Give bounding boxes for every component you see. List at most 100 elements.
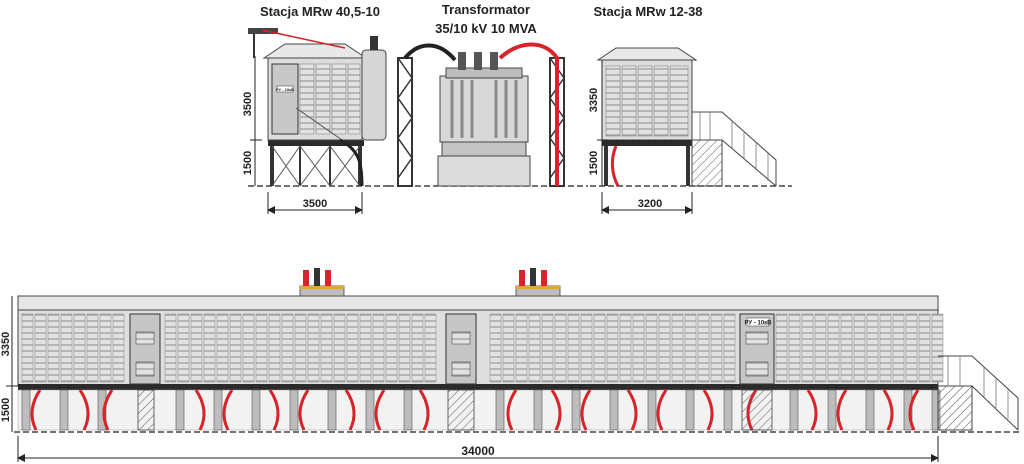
louver-panel xyxy=(853,313,866,383)
louver-panel xyxy=(788,313,801,383)
support-frame xyxy=(268,140,364,187)
transformer-skid xyxy=(441,141,527,157)
louver-panel xyxy=(918,313,931,383)
louver-panel xyxy=(580,313,593,383)
right-height-top-label: 3350 xyxy=(588,88,600,112)
roof-bushings-2 xyxy=(515,268,561,297)
louver-panel xyxy=(554,313,567,383)
station-louvers xyxy=(299,63,361,135)
louver-panel xyxy=(502,313,515,383)
louver-panel xyxy=(372,313,385,383)
left-height-top-label: 3500 xyxy=(242,92,254,116)
louver-panel xyxy=(801,313,814,383)
red-cable xyxy=(268,389,280,431)
louver-panel xyxy=(905,313,918,383)
transformer-cover xyxy=(445,67,523,79)
support-leg xyxy=(533,389,543,431)
door-plate-label: РУ - 10кВ xyxy=(745,321,773,327)
red-cable xyxy=(550,389,562,431)
red-cable xyxy=(702,389,714,431)
louver-panel xyxy=(307,313,320,383)
louver-panel xyxy=(840,313,853,383)
louver-panel xyxy=(723,313,736,383)
left-height-bottom-label: 1500 xyxy=(242,151,254,175)
radiator-fins xyxy=(450,80,518,138)
station-floor xyxy=(602,140,692,146)
red-cable xyxy=(418,389,430,431)
louver-panel xyxy=(73,313,86,383)
support-leg xyxy=(327,389,337,431)
station-roof xyxy=(262,43,368,59)
portal-frame-left xyxy=(397,57,413,187)
louver-panel xyxy=(619,313,632,383)
louver-panel xyxy=(424,313,437,383)
bottom-station: РУ - 10кВ xyxy=(0,268,1020,462)
red-cable xyxy=(374,389,386,431)
station-louvers xyxy=(605,65,689,137)
right-width-label: 3200 xyxy=(638,198,662,210)
louver-panel xyxy=(203,313,216,383)
busbar-right-red xyxy=(498,42,559,186)
door-plate xyxy=(276,85,294,93)
louver-panel xyxy=(931,313,944,383)
pole-crossarm xyxy=(248,28,278,34)
support-leg xyxy=(495,389,505,431)
red-cable xyxy=(30,389,42,431)
louver-panel xyxy=(541,313,554,383)
support-leg xyxy=(175,389,185,431)
support-leg xyxy=(59,389,69,431)
hv-bushing-3 xyxy=(490,52,498,70)
hv-bushing-2 xyxy=(474,52,482,70)
louver-panel xyxy=(684,313,697,383)
louver-panel xyxy=(281,313,294,383)
louver-panel xyxy=(255,313,268,383)
red-cable xyxy=(102,389,114,431)
louver-panel xyxy=(21,313,34,383)
left-width-label: 3500 xyxy=(303,198,327,210)
station-cable xyxy=(339,138,364,187)
louver-panel xyxy=(658,313,671,383)
bottom-width-label: 34000 xyxy=(461,444,495,458)
louver-panel xyxy=(606,313,619,383)
louver-panel xyxy=(294,313,307,383)
busbar-left xyxy=(403,43,457,62)
louver-panel xyxy=(827,313,840,383)
floor-beam xyxy=(18,384,938,390)
louver-panel xyxy=(892,313,905,383)
overhead-line xyxy=(261,29,346,49)
louver-panel xyxy=(333,313,346,383)
transformer-title-line1: Transformator xyxy=(442,2,530,17)
station-right: 3350 1500 3200 Stacja MRw 12-38 xyxy=(588,4,792,214)
transformer: Transformator 35/10 kV 10 MVA xyxy=(388,2,588,187)
door-2 xyxy=(445,313,477,431)
louver-panel xyxy=(411,313,424,383)
red-cable xyxy=(194,389,206,431)
louver-panel xyxy=(879,313,892,383)
louver-panel xyxy=(190,313,203,383)
louver-panel xyxy=(216,313,229,383)
louver-panel xyxy=(398,313,411,383)
side-tank xyxy=(361,49,387,141)
louver-panel xyxy=(632,313,645,383)
support-leg xyxy=(789,389,799,431)
support-leg xyxy=(403,389,413,431)
station-right-title: Stacja MRw 12-38 xyxy=(593,4,702,19)
louver-panel xyxy=(359,313,372,383)
louver-panel xyxy=(866,313,879,383)
station-door xyxy=(271,63,299,135)
louver-panel xyxy=(346,313,359,383)
station-left-title: Stacja MRw 40,5-10 xyxy=(260,4,380,19)
transformer-title-line2: 35/10 kV 10 MVA xyxy=(435,21,537,36)
red-cable xyxy=(506,389,518,431)
roof-bushings-1 xyxy=(299,268,345,297)
louver-panel xyxy=(567,313,580,383)
support-legs xyxy=(21,389,941,431)
red-cable xyxy=(806,389,818,431)
red-cable xyxy=(298,389,310,431)
station-left: РУ - 10кВ 3500 1500 3500 Stacja MRw 40,5… xyxy=(242,4,392,214)
support-leg xyxy=(609,389,619,431)
station-stair xyxy=(295,107,343,141)
louver-panel xyxy=(814,313,827,383)
roof-strip xyxy=(17,295,939,311)
